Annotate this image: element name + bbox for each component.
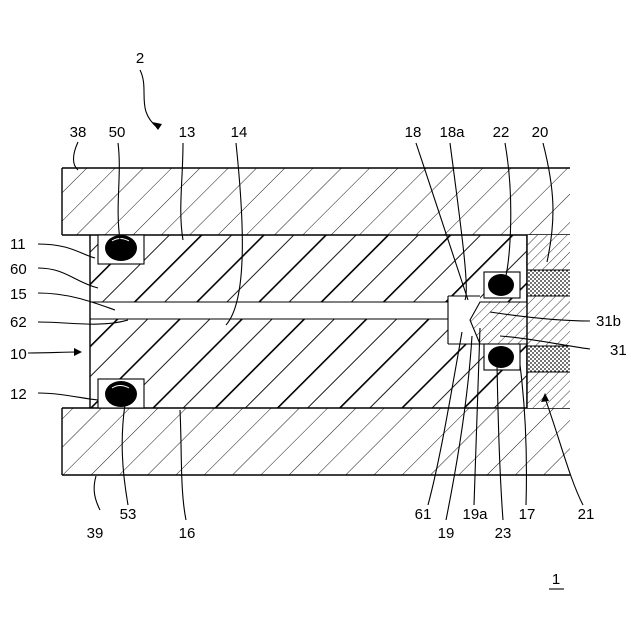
label-38: 38 xyxy=(70,124,87,141)
label-11: 11 xyxy=(10,236,26,253)
label-19a: 19a xyxy=(462,506,488,523)
upper-body-11 xyxy=(90,235,527,302)
label-21: 21 xyxy=(578,506,595,523)
label-2: 2 xyxy=(136,50,144,67)
label-31: 31 xyxy=(610,342,627,359)
label-23: 23 xyxy=(495,525,512,542)
o-ring-23 xyxy=(488,346,514,368)
label-31b: 31b xyxy=(596,313,621,330)
label-19: 19 xyxy=(438,525,455,542)
label-1: 1 xyxy=(552,571,560,588)
right-block-20 xyxy=(527,235,570,408)
label-60: 60 xyxy=(10,261,27,278)
label-53: 53 xyxy=(120,506,137,523)
label-22: 22 xyxy=(493,124,510,141)
upper-plate-38 xyxy=(62,168,570,235)
lower-plate-39 xyxy=(62,408,570,475)
label-50: 50 xyxy=(109,124,126,141)
label-14: 14 xyxy=(231,124,248,141)
label-18a: 18a xyxy=(439,124,465,141)
label-15: 15 xyxy=(10,286,27,303)
label-10: 10 xyxy=(10,346,27,363)
label-16: 16 xyxy=(179,525,196,542)
label-39: 39 xyxy=(87,525,104,542)
label-17: 17 xyxy=(519,506,536,523)
label-13: 13 xyxy=(179,124,196,141)
label-12: 12 xyxy=(10,386,27,403)
label-62: 62 xyxy=(10,314,27,331)
o-ring-53 xyxy=(105,381,137,407)
label-18: 18 xyxy=(405,124,422,141)
o-ring-22 xyxy=(488,274,514,296)
channel-15 xyxy=(90,302,448,319)
label-20: 20 xyxy=(532,124,549,141)
label-61: 61 xyxy=(415,506,432,523)
